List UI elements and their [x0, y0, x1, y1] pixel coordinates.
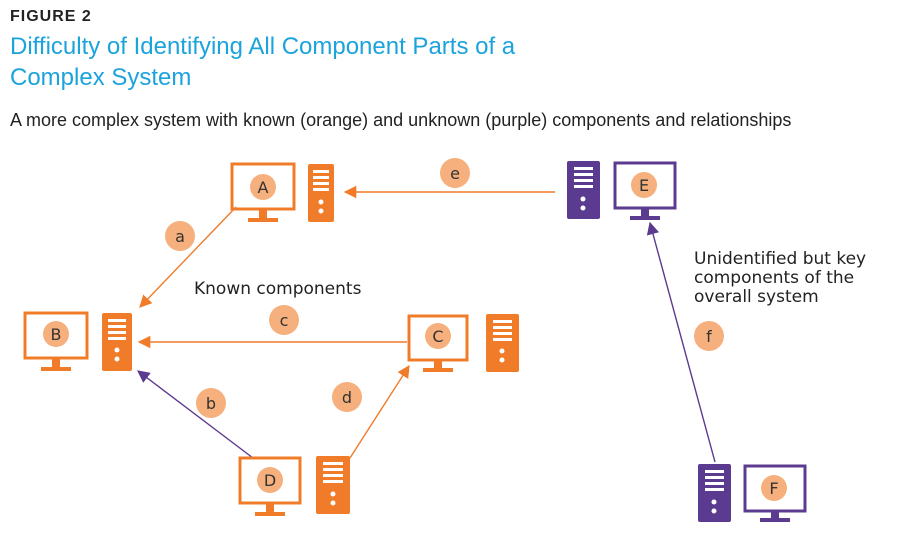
node-f-label: F: [769, 479, 778, 498]
server-icon: [308, 164, 334, 222]
node-e: E: [567, 161, 677, 220]
monitor-icon: D: [238, 456, 302, 516]
node-c-label: C: [432, 327, 443, 346]
server-icon: [102, 313, 132, 371]
edge-badges: a b c d e f: [165, 158, 724, 418]
node-b-label: B: [51, 325, 62, 344]
edge-f-label: f: [706, 327, 712, 346]
node-f: F: [698, 464, 807, 522]
node-d: D: [238, 456, 350, 516]
unidentified-components-note: Unidentified but key components of the o…: [694, 249, 867, 307]
figure-label: FIGURE 2: [10, 8, 92, 25]
edge-b-badge: b: [196, 388, 226, 418]
node-b: B: [23, 311, 132, 371]
edge-d-line: [349, 364, 410, 459]
edge-e-label: e: [450, 164, 460, 183]
edge-b-line: [136, 370, 254, 459]
edge-d-label: d: [342, 388, 352, 407]
monitor-icon: C: [407, 314, 469, 372]
node-d-label: D: [264, 471, 276, 490]
edge-f-line: [646, 221, 716, 463]
figure-title: Difficulty of Identifying All Component …: [10, 33, 516, 91]
known-components-note: Known components: [194, 279, 362, 299]
server-icon: [486, 314, 519, 372]
edge-a-line: [139, 206, 237, 308]
edge-a-badge: a: [165, 221, 195, 251]
server-icon: [567, 161, 600, 219]
edge-c-badge: c: [269, 305, 299, 335]
monitor-icon: E: [613, 161, 677, 220]
server-icon: [316, 456, 350, 514]
node-a: A: [230, 162, 334, 222]
edge-c-label: c: [280, 311, 289, 330]
edge-f-badge: f: [694, 321, 724, 351]
monitor-icon: F: [743, 464, 807, 522]
edge-e-badge: e: [440, 158, 470, 188]
monitor-icon: A: [230, 162, 296, 222]
edge-a-label: a: [175, 227, 185, 246]
server-icon: [698, 464, 731, 522]
node-e-label: E: [639, 176, 649, 195]
edge-d-badge: d: [332, 382, 362, 412]
node-c: C: [407, 314, 519, 372]
edges: [136, 185, 716, 463]
edge-b-label: b: [206, 394, 216, 413]
figure-subtitle: A more complex system with known (orange…: [10, 110, 792, 130]
node-a-label: A: [258, 178, 269, 197]
monitor-icon: B: [23, 311, 89, 371]
